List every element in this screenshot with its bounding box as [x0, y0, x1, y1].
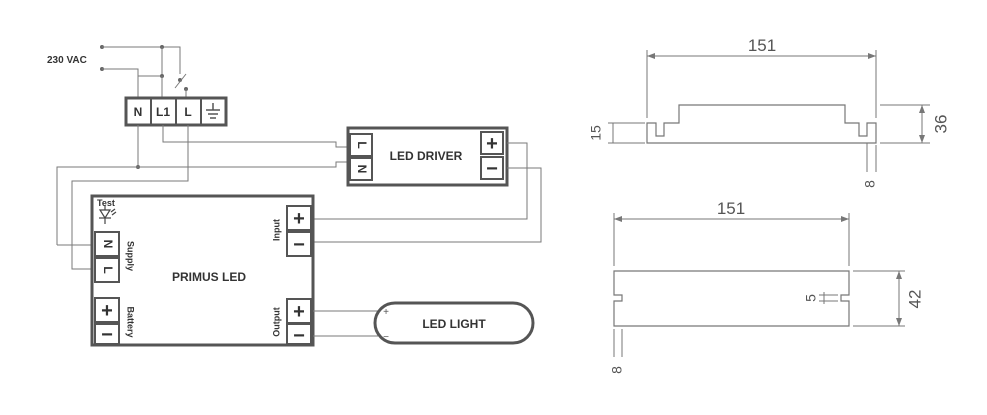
front-height-dim: 42: [905, 290, 924, 309]
led-light-title: LED LIGHT: [422, 317, 486, 331]
primus-title: PRIMUS LED: [172, 270, 246, 284]
terminal-block: N L1 L: [124, 96, 228, 127]
battery-term-plus: +: [101, 300, 113, 322]
primus-led-unit: Test N L Supply + − Battery PRIMUS LED: [90, 194, 315, 347]
mains-wires: [100, 45, 188, 98]
side-view-drawing: 151 36 15 8: [588, 36, 951, 188]
switch-lever-icon: [174, 73, 187, 89]
supply-term-n: N: [101, 240, 115, 249]
driver-term-n: N: [355, 165, 369, 174]
test-led-icon: [98, 206, 117, 224]
supply-wires: [56, 125, 348, 270]
supply-term-l: L: [101, 266, 115, 273]
driver-term-plus: +: [486, 133, 498, 155]
led-light-plus: +: [383, 307, 389, 318]
battery-label: Battery: [126, 306, 136, 337]
led-light: + − LED LIGHT: [373, 301, 535, 345]
side-foot-height-dim: 15: [588, 125, 604, 141]
battery-term-minus: −: [101, 324, 113, 346]
driver-to-primus-wires: [313, 142, 542, 243]
test-label: Test: [97, 198, 115, 208]
front-foot-width-dim: 8: [609, 366, 625, 374]
front-length-dim: 151: [717, 199, 745, 218]
terminal-n: N: [134, 105, 143, 119]
side-height-dim: 36: [931, 115, 950, 134]
mains-label: 230 VAC: [47, 55, 87, 66]
output-label: Output: [271, 307, 281, 337]
side-foot-width-dim: 8: [862, 180, 878, 188]
driver-term-l: L: [355, 141, 369, 148]
input-label: Input: [271, 219, 281, 241]
output-term-plus: +: [293, 301, 305, 323]
terminal-l: L: [184, 105, 191, 119]
supply-label: Supply: [126, 241, 136, 271]
wiring-diagram: 230 VAC N L1 L: [47, 45, 542, 347]
front-slot-dim: 5: [803, 294, 819, 302]
led-light-minus: −: [383, 332, 389, 343]
driver-term-minus: −: [486, 158, 498, 180]
led-driver: L N LED DRIVER + −: [346, 126, 509, 187]
terminal-l1: L1: [156, 105, 170, 119]
side-length-dim: 151: [748, 36, 776, 55]
input-term-plus: +: [293, 208, 305, 230]
output-wires: [313, 310, 378, 337]
ground-icon: [206, 103, 220, 119]
driver-title: LED DRIVER: [390, 149, 463, 163]
input-term-minus: −: [293, 234, 305, 256]
front-view-drawing: 151 42 5 8: [609, 199, 925, 374]
output-term-minus: −: [293, 325, 305, 347]
